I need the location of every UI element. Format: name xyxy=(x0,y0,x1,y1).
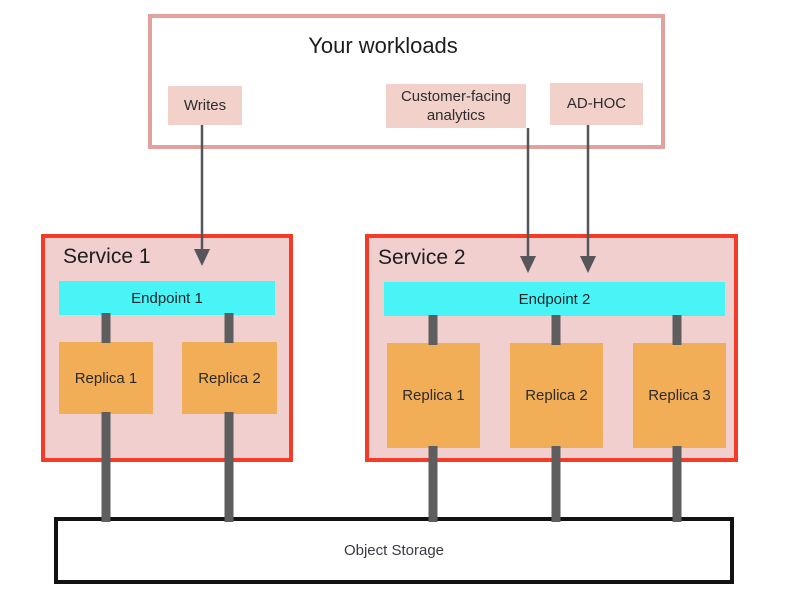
service-1-endpoint: Endpoint 1 xyxy=(59,281,275,315)
service-2-endpoint: Endpoint 2 xyxy=(384,282,725,316)
service-1-title: Service 1 xyxy=(63,245,151,268)
service-2-replica-2: Replica 2 xyxy=(510,343,603,448)
service-2-title: Service 2 xyxy=(378,246,466,269)
workload-analytics-box: Customer-facing analytics xyxy=(386,84,526,128)
service-2-replica-3: Replica 3 xyxy=(633,343,726,448)
workload-adhoc-box: AD-HOC xyxy=(550,83,643,125)
workload-writes-box: Writes xyxy=(168,86,242,125)
your-workloads-title: Your workloads xyxy=(308,33,458,58)
service-1-replica-1: Replica 1 xyxy=(59,342,153,414)
service-2-replica-1: Replica 1 xyxy=(387,343,480,448)
object-storage-box: Object Storage xyxy=(54,517,734,584)
service-1-replica-2: Replica 2 xyxy=(182,342,277,414)
